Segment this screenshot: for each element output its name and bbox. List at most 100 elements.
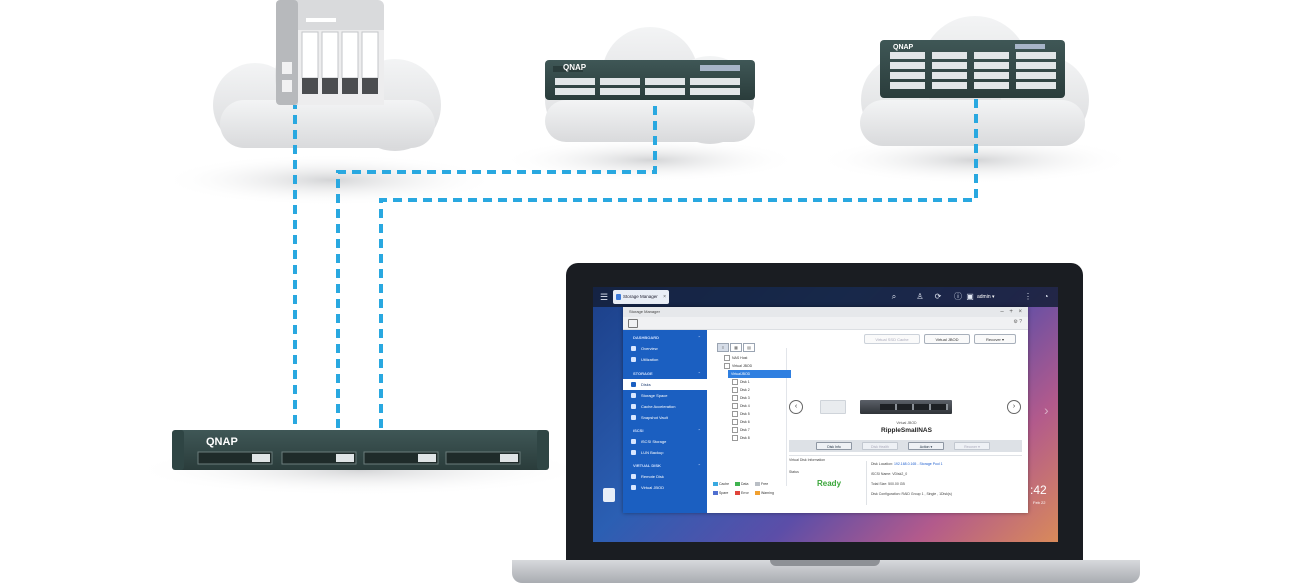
legend-swatch (735, 491, 740, 496)
dashboard-icon[interactable]: ◔ (1043, 292, 1049, 301)
close-icon[interactable]: × (663, 294, 666, 300)
checkbox[interactable] (732, 379, 738, 386)
tree-node-disk[interactable]: Disk 8 (732, 434, 750, 442)
tree-node-label: NAS Host (732, 356, 748, 360)
tree-node-virtualjbod-selected[interactable]: VirtualJBOD (728, 370, 791, 378)
storage-manager-window: Storage Manager – + × ⚙ ? DASHBOARD ⌃ Ov… (623, 307, 1028, 513)
sidebar-item-disks[interactable]: Disks (623, 379, 707, 390)
sidebar-section-virtual-disk[interactable]: VIRTUAL DISK (633, 463, 661, 468)
settings-help-icons[interactable]: ⚙ ? (1013, 319, 1022, 325)
iscsi-name: iSCSI Name: VDisk2_0 (871, 472, 908, 476)
chevron-right-icon[interactable]: › (1007, 400, 1021, 414)
sidebar-item-iscsi-storage[interactable]: iSCSI Storage (623, 436, 707, 447)
disk-location-label: Disk Location: (871, 462, 893, 466)
sidebar-section-dashboard[interactable]: DASHBOARD (633, 335, 659, 340)
tree-node-disk[interactable]: Disk 2 (732, 386, 750, 394)
tree-node-disk[interactable]: Disk 1 (732, 378, 750, 386)
notification-icon[interactable]: ⓘ (954, 292, 962, 301)
virtual-disk-info: Virtual Disk Information Status Ready Di… (789, 455, 1022, 510)
chevron-up-icon[interactable]: ⌃ (697, 463, 701, 468)
storage-manager-icon (616, 294, 621, 300)
checkbox[interactable] (732, 395, 738, 402)
grid-view-button[interactable]: ▦ (730, 343, 742, 352)
disk-location: Disk Location: 192.168.0.165 - Storage P… (871, 462, 943, 466)
checkbox[interactable] (732, 427, 738, 434)
action-button[interactable]: Action ▾ (908, 442, 944, 450)
sidebar-item-lun-backup[interactable]: LUN Backup (623, 447, 707, 458)
user-menu[interactable]: admin ▾ (977, 294, 995, 300)
tab-storage-manager[interactable]: Storage Manager × (613, 290, 669, 304)
recover-action-button[interactable]: Recover ▾ (954, 442, 990, 450)
sidebar: DASHBOARD ⌃ Overview Utilization STORAGE… (623, 330, 707, 513)
recover-button[interactable]: Recover ▾ (974, 334, 1016, 344)
chevron-up-icon[interactable]: ⌃ (697, 335, 701, 340)
list-view-button[interactable]: ≡ (717, 343, 729, 352)
disk-info-button[interactable]: Disk Info (816, 442, 852, 450)
more-icon[interactable]: ⋮ (1024, 292, 1032, 301)
virtual-ssd-cache-button[interactable]: Virtual SSD Cache (864, 334, 920, 344)
chevron-left-icon[interactable]: ‹ (789, 400, 803, 414)
qts-topbar: ☰ Storage Manager × ⌕ ♙ ⟳ ⓘ ▣ admin ▾ ⋮ … (593, 287, 1058, 307)
laptop-base (512, 560, 1140, 583)
sidebar-item-label: Cache Acceleration (641, 404, 676, 409)
legend-label: Cache (719, 482, 730, 486)
legend-swatch (713, 491, 718, 496)
checkbox[interactable] (732, 411, 738, 418)
hamburger-icon[interactable]: ☰ (599, 292, 609, 302)
tree-node-disk[interactable]: Disk 7 (732, 426, 750, 434)
tree-node-label: Disk 1 (740, 380, 750, 384)
desktop-next-icon[interactable]: › (1044, 402, 1049, 418)
sidebar-item-utilization[interactable]: Utilization (623, 354, 707, 365)
sidebar-item-snapshot-vault[interactable]: Snapshot Vault (623, 412, 707, 423)
sync-icon[interactable]: ⟳ (934, 292, 942, 301)
device-detail: ‹ › Virtual JBOD RippleSmallNAS (789, 348, 1024, 446)
tree-node-disk[interactable]: Disk 5 (732, 410, 750, 418)
drive-bays (880, 404, 948, 410)
checkbox[interactable] (724, 363, 730, 370)
home-icon[interactable] (628, 319, 638, 328)
window-controls[interactable]: – + × (1000, 309, 1024, 315)
rack-nas-bottom (172, 430, 549, 470)
recycle-bin-icon[interactable] (603, 488, 615, 502)
user-status-icon[interactable]: ♙ (916, 292, 924, 301)
checkbox[interactable] (732, 419, 738, 426)
info-divider (866, 461, 867, 505)
chevron-up-icon[interactable]: ⌃ (697, 371, 701, 376)
sidebar-item-cache-acceleration[interactable]: Cache Acceleration (623, 401, 707, 412)
tower-nas (276, 0, 384, 105)
detail-view-button[interactable]: ▤ (743, 343, 755, 352)
tree-node-disk[interactable]: Disk 6 (732, 418, 750, 426)
checkbox[interactable] (732, 435, 738, 442)
sidebar-item-storage-space[interactable]: Storage Space (623, 390, 707, 401)
device-name: RippleSmallNAS (881, 427, 932, 434)
checkbox[interactable] (732, 387, 738, 394)
tree-node-virtual-jbod[interactable]: Virtual JBOD (724, 362, 752, 370)
legend-swatch (713, 482, 718, 487)
legend-swatch (755, 482, 760, 487)
search-icon[interactable]: ⌕ (891, 292, 897, 301)
iscsi-icon (631, 439, 636, 444)
checkbox[interactable] (724, 355, 730, 362)
tree-node-disk[interactable]: Disk 3 (732, 394, 750, 402)
sidebar-section-storage[interactable]: STORAGE (633, 371, 653, 376)
legend-label: Spare (719, 491, 729, 495)
sidebar-item-remote-disk[interactable]: Remote Disk (623, 471, 707, 482)
tree-node-label: Disk 6 (740, 420, 750, 424)
account-icon[interactable]: ▣ (966, 292, 974, 301)
disk-health-button[interactable]: Disk Health (862, 442, 898, 450)
virtual-jbod-button[interactable]: Virtual JBOD (924, 334, 970, 344)
laptop-screen: ☰ Storage Manager × ⌕ ♙ ⟳ ⓘ ▣ admin ▾ ⋮ … (593, 287, 1058, 542)
tree-node-label: VirtualJBOD (731, 372, 751, 376)
sidebar-item-virtual-jbod[interactable]: Virtual JBOD (623, 482, 707, 493)
sidebar-section-iscsi[interactable]: iSCSI (633, 428, 644, 433)
chevron-up-icon[interactable]: ⌃ (697, 428, 701, 433)
device-type-label: Virtual JBOD (896, 421, 917, 425)
cache-icon (631, 404, 636, 409)
disk-location-link[interactable]: 192.168.0.165 - Storage Pool 1 (893, 462, 943, 466)
tree-node-disk[interactable]: Disk 4 (732, 402, 750, 410)
rack-middle-brand: QNAP (563, 63, 587, 72)
checkbox[interactable] (732, 403, 738, 410)
sidebar-item-overview[interactable]: Overview (623, 343, 707, 354)
tree-node-nas-host[interactable]: NAS Host (724, 354, 747, 362)
laptop-notch (770, 560, 880, 566)
